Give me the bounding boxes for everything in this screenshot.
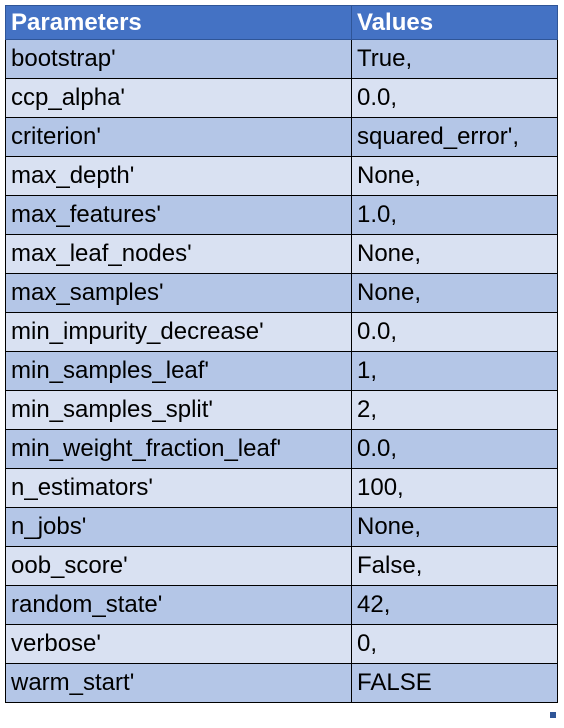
value-cell[interactable]: 42, (351, 585, 558, 625)
parameters-table: Parameters Values bootstrap' True, ccp_a… (5, 5, 558, 703)
value-cell[interactable]: 0.0, (351, 78, 558, 118)
value-cell[interactable]: 1.0, (351, 195, 558, 235)
parameter-cell[interactable]: max_samples' (5, 273, 352, 313)
parameter-cell[interactable]: bootstrap' (5, 39, 352, 79)
table-header: Parameters Values (5, 5, 558, 40)
parameter-cell[interactable]: min_samples_split' (5, 390, 352, 430)
value-cell[interactable]: 2, (351, 390, 558, 430)
parameter-cell[interactable]: n_jobs' (5, 507, 352, 547)
parameter-cell[interactable]: n_estimators' (5, 468, 352, 508)
value-cell[interactable]: None, (351, 234, 558, 274)
value-cell[interactable]: FALSE (351, 663, 558, 703)
table-row: random_state' 42, (5, 585, 558, 625)
value-cell[interactable]: True, (351, 39, 558, 79)
value-cell[interactable]: 1, (351, 351, 558, 391)
table-row: min_impurity_decrease' 0.0, (5, 312, 558, 352)
parameter-cell[interactable]: warm_start' (5, 663, 352, 703)
value-cell[interactable]: 100, (351, 468, 558, 508)
table-row: max_samples' None, (5, 273, 558, 313)
parameter-cell[interactable]: max_features' (5, 195, 352, 235)
table-resize-handle[interactable] (550, 712, 556, 718)
table-body: bootstrap' True, ccp_alpha' 0.0, criteri… (5, 39, 558, 703)
value-cell[interactable]: squared_error', (351, 117, 558, 157)
value-cell[interactable]: False, (351, 546, 558, 586)
table-row: warm_start' FALSE (5, 663, 558, 703)
parameter-cell[interactable]: random_state' (5, 585, 352, 625)
parameter-cell[interactable]: min_impurity_decrease' (5, 312, 352, 352)
table-row: n_estimators' 100, (5, 468, 558, 508)
values-column-header[interactable]: Values (351, 5, 558, 40)
table-row: min_samples_split' 2, (5, 390, 558, 430)
parameter-cell[interactable]: min_samples_leaf' (5, 351, 352, 391)
table-row: verbose' 0, (5, 624, 558, 664)
parameter-cell[interactable]: verbose' (5, 624, 352, 664)
table-row: max_depth' None, (5, 156, 558, 196)
table-row: ccp_alpha' 0.0, (5, 78, 558, 118)
table-row: oob_score' False, (5, 546, 558, 586)
parameters-column-header[interactable]: Parameters (5, 5, 352, 40)
parameter-cell[interactable]: max_depth' (5, 156, 352, 196)
table-row: n_jobs' None, (5, 507, 558, 547)
table-row: min_samples_leaf' 1, (5, 351, 558, 391)
value-cell[interactable]: 0, (351, 624, 558, 664)
parameter-cell[interactable]: min_weight_fraction_leaf' (5, 429, 352, 469)
parameter-cell[interactable]: oob_score' (5, 546, 352, 586)
table-row: min_weight_fraction_leaf' 0.0, (5, 429, 558, 469)
header-row: Parameters Values (5, 5, 558, 40)
parameter-cell[interactable]: criterion' (5, 117, 352, 157)
table-row: max_leaf_nodes' None, (5, 234, 558, 274)
table-row: max_features' 1.0, (5, 195, 558, 235)
value-cell[interactable]: 0.0, (351, 429, 558, 469)
parameter-cell[interactable]: ccp_alpha' (5, 78, 352, 118)
value-cell[interactable]: None, (351, 156, 558, 196)
parameter-cell[interactable]: max_leaf_nodes' (5, 234, 352, 274)
value-cell[interactable]: None, (351, 273, 558, 313)
table-row: bootstrap' True, (5, 39, 558, 79)
table-row: criterion' squared_error', (5, 117, 558, 157)
value-cell[interactable]: 0.0, (351, 312, 558, 352)
value-cell[interactable]: None, (351, 507, 558, 547)
